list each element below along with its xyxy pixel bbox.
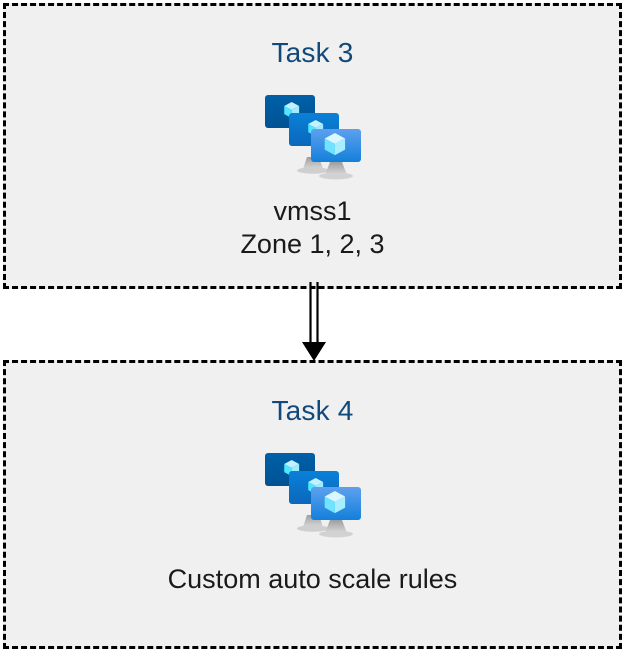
- arrowhead-icon: [302, 342, 326, 361]
- task-box-task4[interactable]: Task 4: [3, 360, 622, 649]
- connector-task3-to-task4: [302, 282, 326, 361]
- task-box-task3[interactable]: Task 3: [3, 3, 622, 289]
- task3-caption: vmss1 Zone 1, 2, 3: [240, 196, 385, 259]
- virtual-machine-scale-set-icon: [264, 453, 361, 538]
- task4-title: Task 4: [271, 395, 354, 426]
- task3-title: Task 3: [271, 37, 354, 68]
- virtual-machine-scale-set-icon: [264, 95, 361, 180]
- task4-caption: Custom auto scale rules: [167, 564, 458, 594]
